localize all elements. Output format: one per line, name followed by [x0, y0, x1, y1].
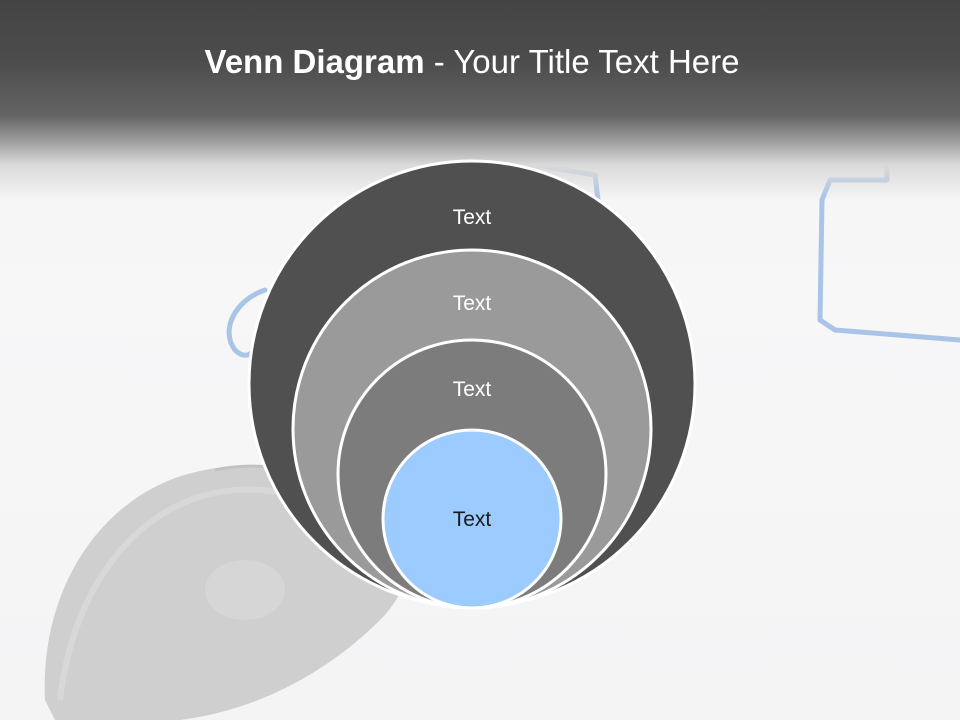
circle-label-3: Text: [453, 378, 492, 401]
circle-shape-4: [381, 428, 563, 610]
venn-circle-4: Text: [381, 428, 563, 610]
circle-label-1: Text: [453, 206, 492, 229]
slide-title: Venn Diagram - Your Title Text Here: [0, 40, 944, 84]
title-rest: - Your Title Text Here: [424, 43, 740, 80]
title-bold: Venn Diagram: [204, 43, 425, 80]
circle-label-2: Text: [453, 292, 492, 315]
circle-label-4: Text: [453, 508, 492, 531]
